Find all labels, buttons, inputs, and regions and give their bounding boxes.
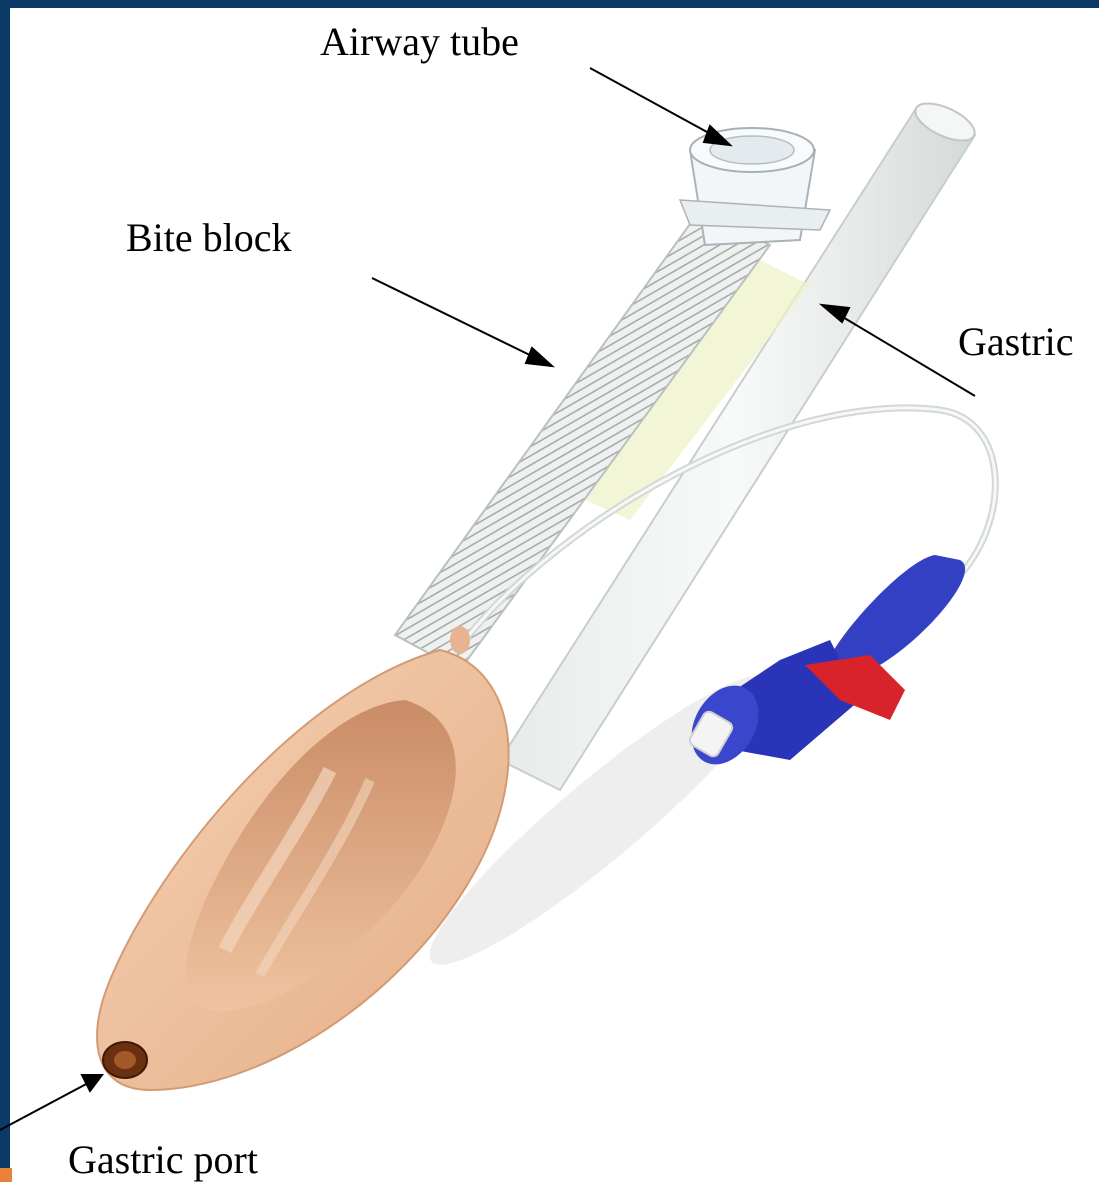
arrow-gastric-port-head (82, 1075, 102, 1091)
arrow-bite-block (372, 278, 540, 360)
mask-cuff (97, 626, 509, 1090)
label-bite-block: Bite block (126, 218, 292, 258)
label-gastric: Gastric (958, 322, 1074, 362)
arrow-gastric-port (0, 1082, 90, 1130)
arrow-bite-block-head (526, 348, 552, 366)
pilot-valve (678, 555, 965, 776)
arrow-gastric (836, 313, 975, 396)
label-airway-tube: Airway tube (320, 22, 519, 62)
arrow-airway-tube (590, 68, 718, 138)
label-gastric-port: Gastric port (68, 1140, 258, 1180)
